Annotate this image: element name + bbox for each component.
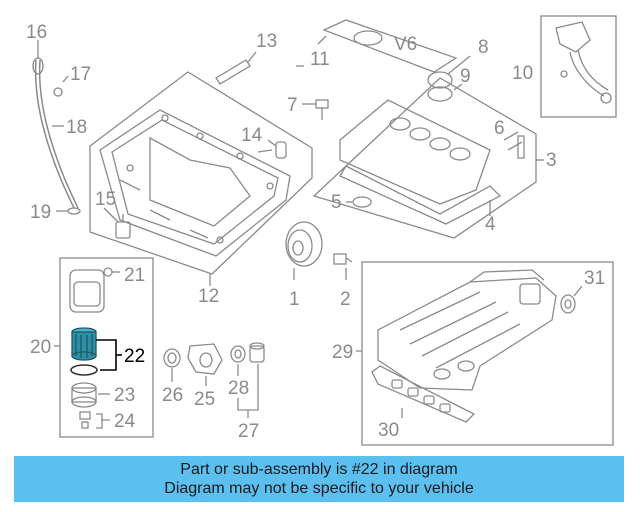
banner-line-2: Diagram may not be specific to your vehi… [164,480,474,497]
intake-gasket [371,365,476,423]
bracket-27 [237,342,265,418]
callout-26: 26 [162,385,183,406]
callout-22[interactable]: 22 [124,346,145,367]
callout-3: 3 [546,150,557,171]
bolt-7 [302,99,329,120]
callout-12: 12 [198,286,219,307]
gasket-tube [215,51,257,85]
oil-filter-box [54,257,154,438]
valve-cover-box [312,77,544,239]
callout-9: 9 [460,66,471,87]
drain-plug-24 [79,411,110,429]
drain-plug [115,214,131,239]
oil-filter-element[interactable] [71,327,97,361]
leader-lines [37,40,304,223]
oil-filter-oring [70,364,98,376]
adapter-25 [187,343,223,386]
valve-cover [339,99,525,225]
callout-20: 20 [30,337,51,358]
seal-28 [230,345,246,376]
callout-23: 23 [114,385,135,406]
intake-manifold-box [356,261,614,446]
callout-14: 14 [241,125,263,146]
engine-cover-logo: V6 [394,34,417,55]
pcv-hose-box [540,15,617,118]
callout-11: 11 [310,49,330,70]
pulley-bolt [333,253,353,280]
oil-filler-cap [427,55,471,102]
callout-18: 18 [66,117,87,138]
oil-filter-housing [69,267,120,313]
callout-31: 31 [584,268,605,289]
intake-manifold [377,269,557,391]
callout-21: 21 [124,265,145,286]
callout-10: 10 [512,63,533,84]
gasket-5 [346,196,372,208]
callout-30: 30 [378,420,399,441]
callout-27: 27 [238,421,259,442]
callout-6: 6 [494,118,505,139]
oil-pan [99,109,291,257]
callout-19: 19 [30,202,51,223]
callout-2: 2 [340,289,351,310]
engine-cover [317,19,458,73]
callout-1: 1 [289,289,300,310]
oil-pan-box [89,71,313,286]
callout-29: 29 [332,342,353,363]
callout-24: 24 [114,411,136,432]
callout-15: 15 [95,189,116,210]
callout-4: 4 [485,214,496,235]
crank-pulley [285,221,323,280]
callout-8: 8 [478,37,489,58]
callout-7: 7 [287,95,298,116]
info-banner: Part or sub-assembly is #22 in diagram D… [14,456,624,502]
seal-26 [163,348,181,382]
callout-16: 16 [26,22,47,43]
callout-28: 28 [228,378,249,399]
dipstick-assembly [32,42,81,215]
callout-5: 5 [331,192,342,213]
oil-pressure-sensor [267,139,287,159]
filter-cap [71,382,110,408]
callout-25: 25 [194,389,215,410]
callout-17: 17 [70,64,91,85]
seal-31 [560,285,583,314]
callout-numbers: 1 2 3 4 5 6 7 8 9 10 11 12 13 14 15 16 1… [26,22,605,442]
callout-13: 13 [256,31,277,52]
banner-line-1: Part or sub-assembly is #22 in diagram [180,461,458,478]
callout-22-leader [96,339,122,371]
